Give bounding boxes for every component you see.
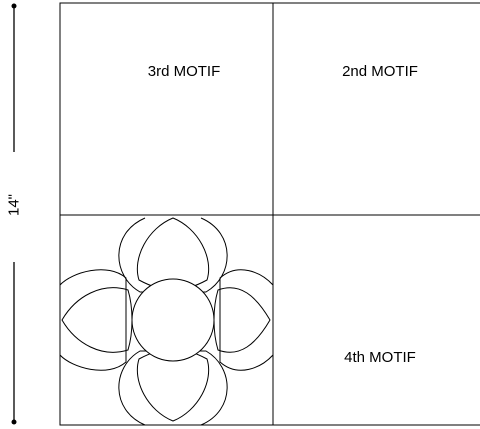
petal-left-inner	[62, 288, 132, 353]
panel-label-top-left: 3rd MOTIF	[148, 63, 221, 80]
dimension-top-endpoint	[12, 4, 17, 9]
dimension-label: 14"	[6, 194, 23, 216]
panel-label-bottom-right: 4th MOTIF	[344, 349, 416, 366]
petal-left-outer	[60, 270, 126, 370]
panel-label-top-right: 2nd MOTIF	[342, 63, 418, 80]
petal-right-outer	[220, 270, 273, 370]
flower-motif	[60, 218, 273, 425]
dimension-bottom-endpoint	[12, 420, 17, 425]
petal-bottom-outer	[119, 351, 227, 425]
petal-right-inner	[214, 288, 270, 353]
dimension-indicator: 14"	[6, 4, 23, 425]
flower-center	[132, 279, 214, 361]
